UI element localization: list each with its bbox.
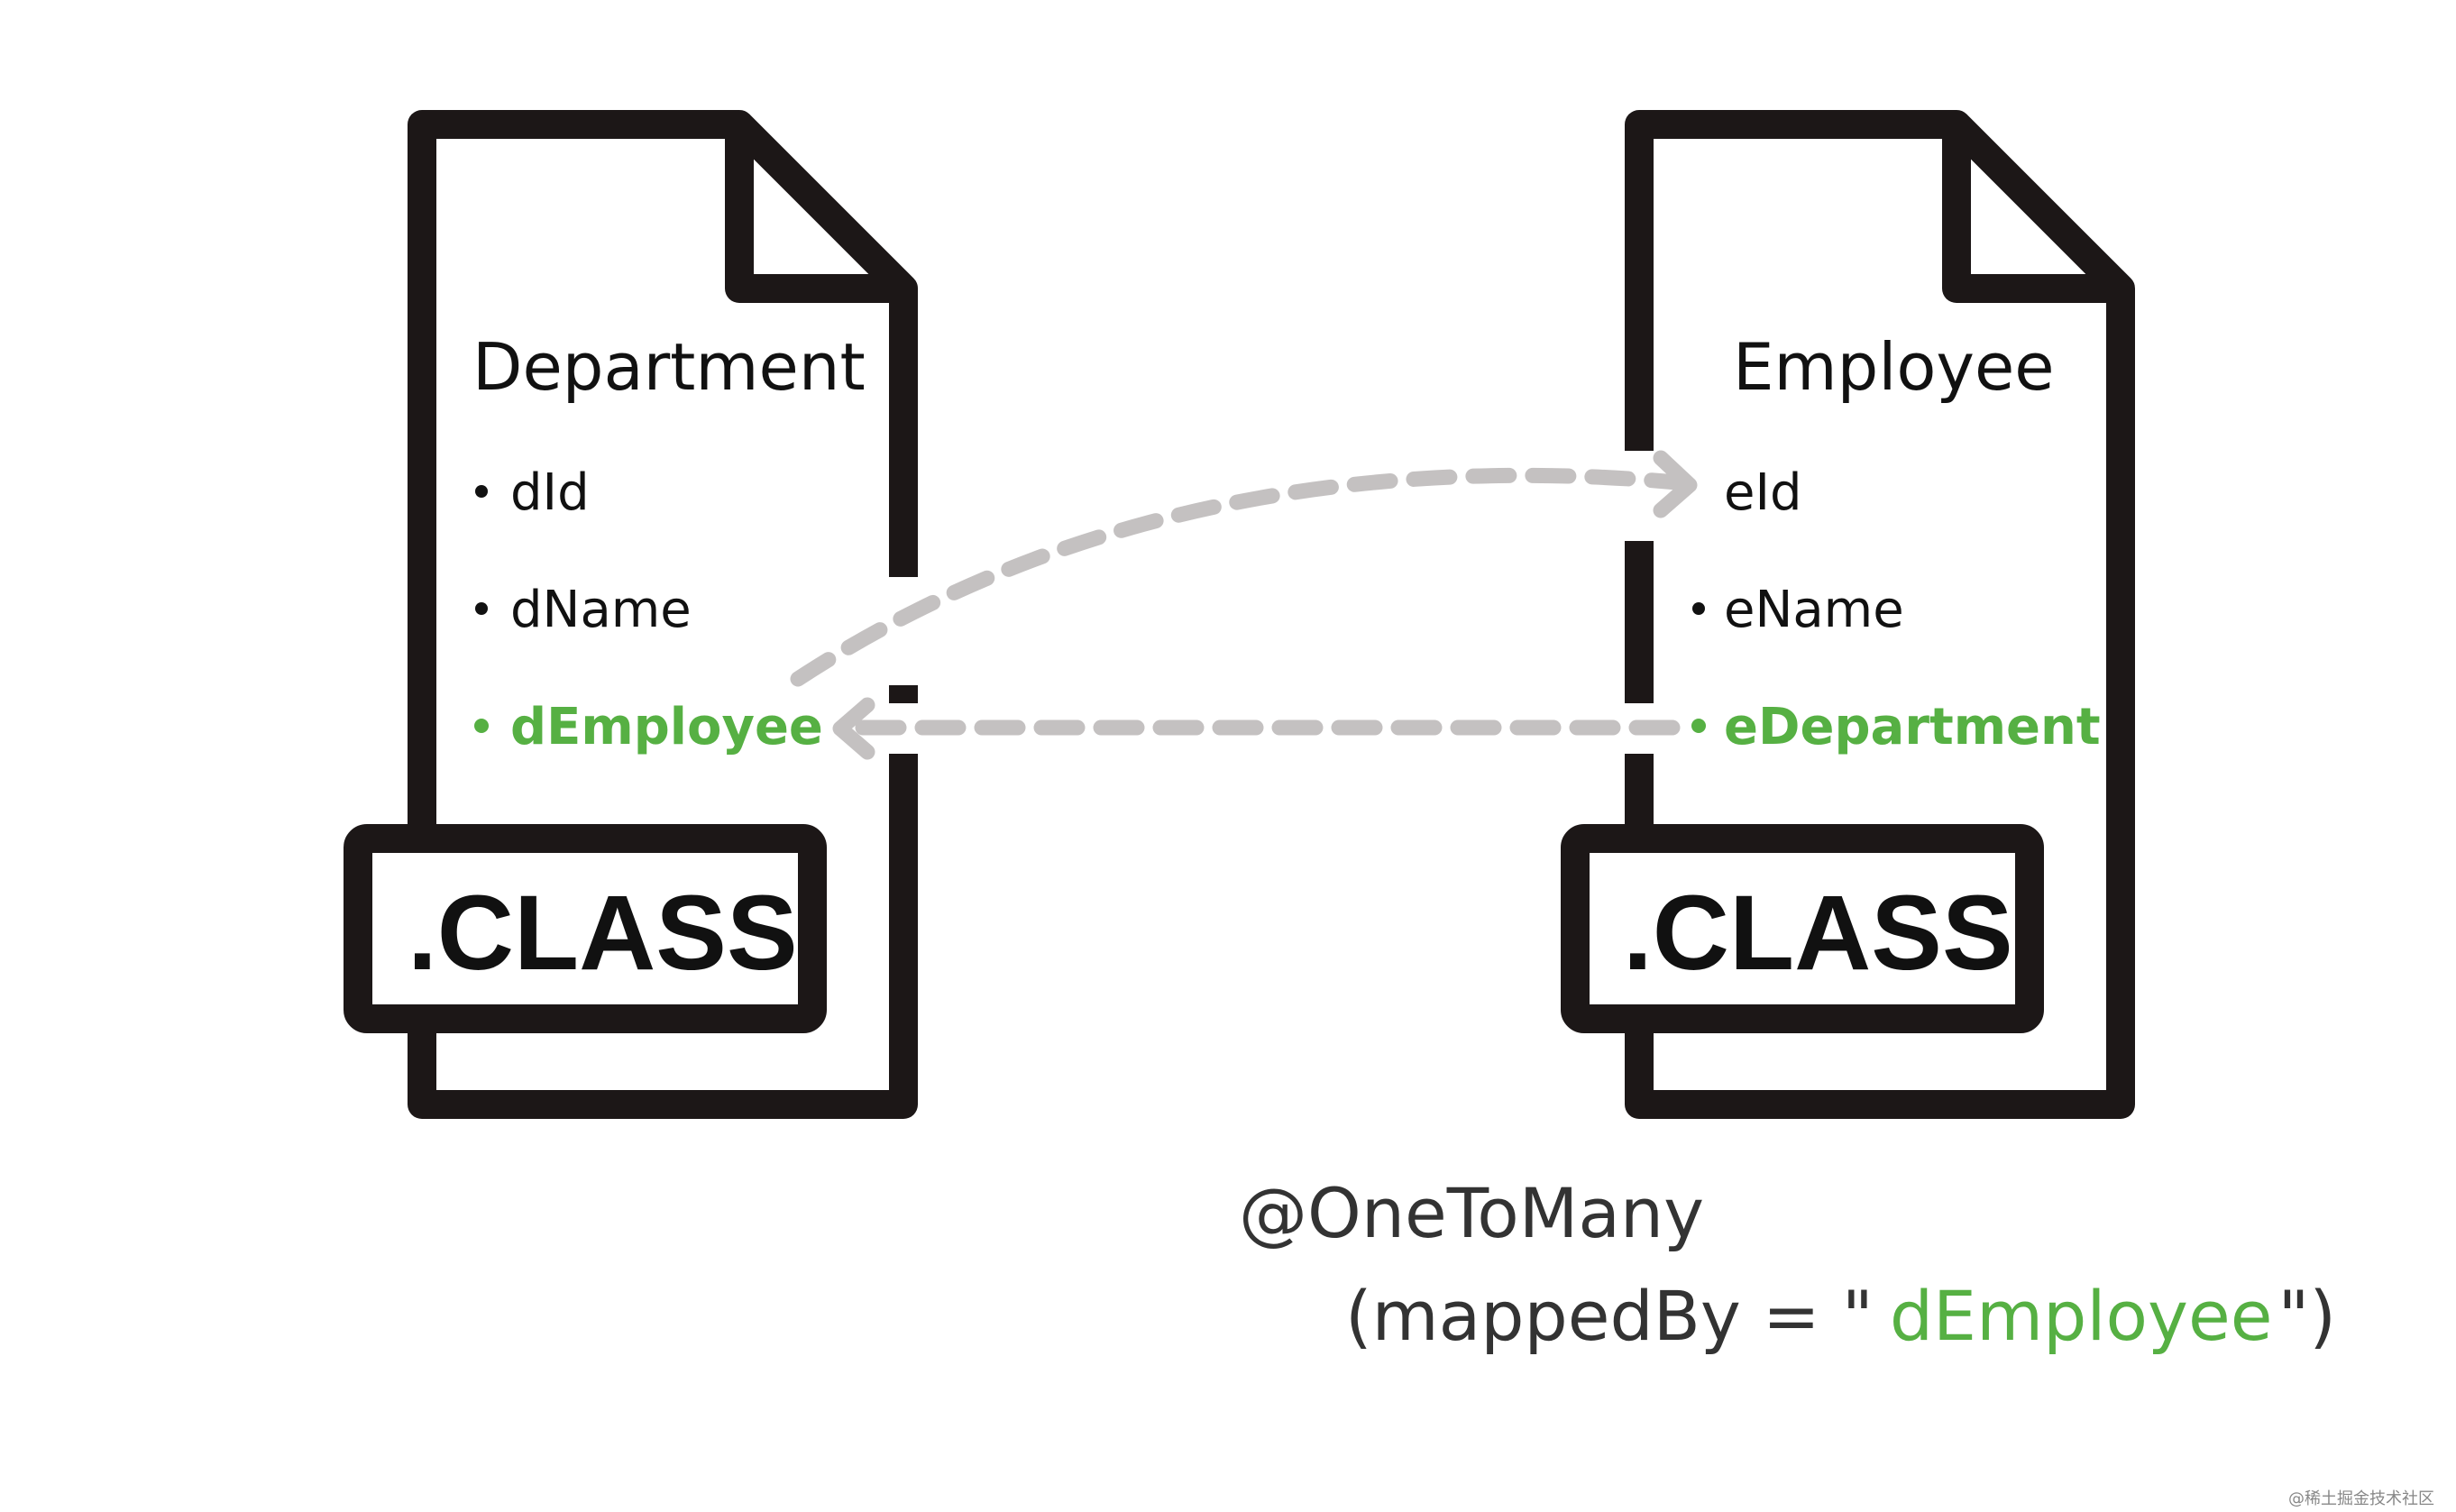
department-class-badge xyxy=(344,824,827,1033)
employee-field-bullet-highlight xyxy=(1691,719,1706,733)
department-class-file: Department dId dName dEmployee .CLASS xyxy=(344,110,918,1119)
annotation-line-2: (mappedBy = "dEmployee") xyxy=(1345,1276,2336,1356)
employee-class-file: Employee eId eName eDepartment .CLASS xyxy=(1561,110,2135,1119)
employee-field-ename: eName xyxy=(1724,581,1904,639)
annotation-mappedby-suffix: ") xyxy=(2277,1276,2336,1356)
employee-field-list: eId eName eDepartment xyxy=(1691,463,2101,756)
employee-title: Employee xyxy=(1733,329,2055,405)
department-field-did: dId xyxy=(510,463,590,522)
employee-field-edepartment: eDepartment xyxy=(1724,698,2101,756)
employee-field-eid: eId xyxy=(1724,463,1802,522)
curved-mapping-arrow xyxy=(790,450,1698,687)
straight-reference-arrow xyxy=(832,697,1681,760)
department-field-bullet xyxy=(475,485,488,498)
department-field-dname: dName xyxy=(510,581,692,639)
annotation-mappedby-prefix: (mappedBy = " xyxy=(1345,1276,1874,1356)
department-title: Department xyxy=(472,329,866,405)
arrow-border-gaps xyxy=(884,451,1659,754)
annotation-mappedby-value: dEmployee xyxy=(1890,1276,2273,1356)
department-class-label: .CLASS xyxy=(408,874,798,993)
department-field-demployee: dEmployee xyxy=(510,698,823,756)
employee-class-label: .CLASS xyxy=(1623,874,2013,993)
onetomany-annotation: @OneToMany (mappedBy = "dEmployee") xyxy=(1239,1173,2336,1356)
straight-arrow-head-icon xyxy=(832,697,875,760)
watermark: @稀土掘金技术社区 xyxy=(2288,1489,2434,1508)
employee-file-fold xyxy=(1942,135,2110,303)
employee-class-badge xyxy=(1561,824,2044,1033)
department-field-bullet xyxy=(475,602,488,615)
department-file-fold xyxy=(725,135,893,303)
department-field-bullet-highlight xyxy=(474,719,489,733)
curved-arrow-head-icon xyxy=(1653,450,1698,518)
annotation-line-1: @OneToMany xyxy=(1239,1173,1704,1253)
department-field-list: dId dName dEmployee xyxy=(474,463,823,756)
employee-field-bullet xyxy=(1692,602,1705,615)
curved-arrow-line xyxy=(790,467,1685,687)
